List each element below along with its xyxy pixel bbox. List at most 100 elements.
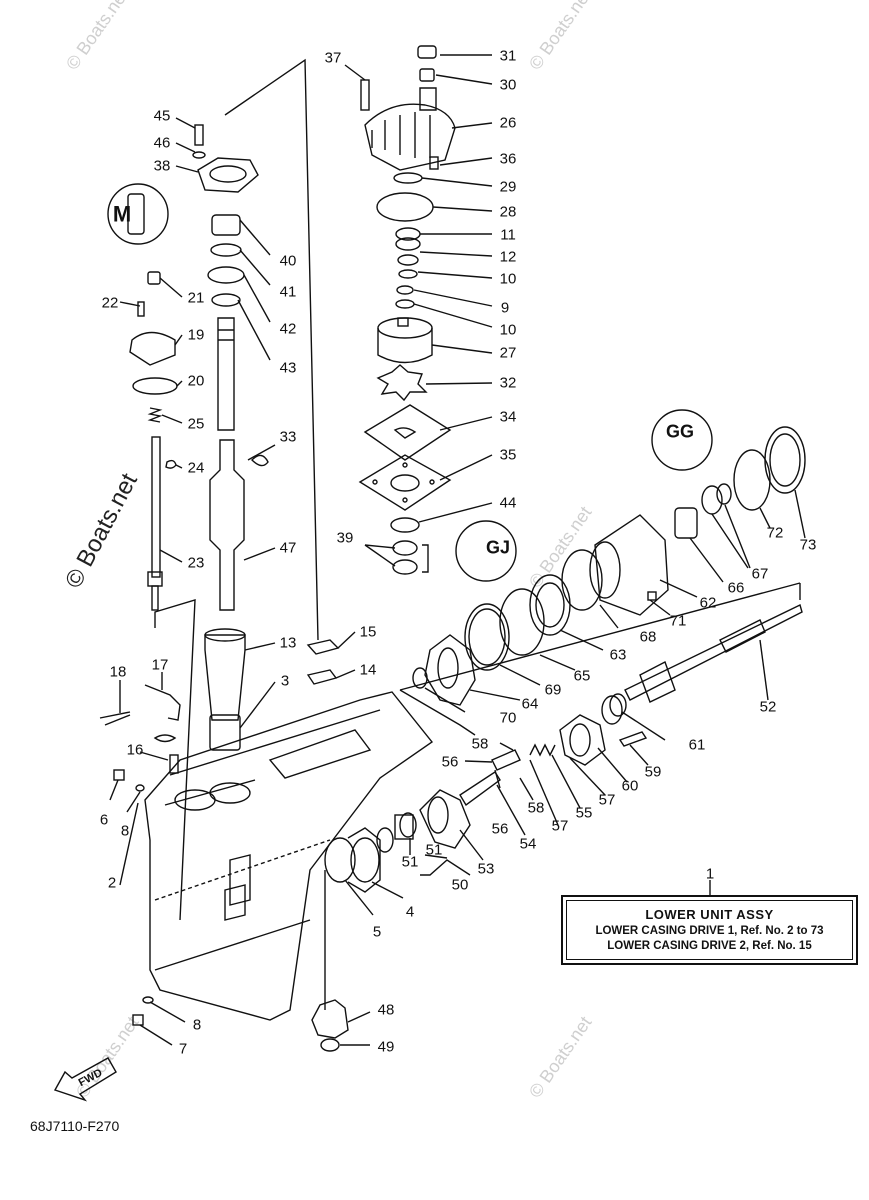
grease-symbol-circle	[651, 409, 713, 471]
callout-51[interactable]: 51	[401, 853, 419, 871]
callout-29[interactable]: 29	[499, 178, 517, 196]
callout-68[interactable]: 68	[639, 628, 657, 646]
callout-12[interactable]: 12	[499, 248, 517, 266]
callout-44[interactable]: 44	[499, 494, 517, 512]
callout-5[interactable]: 5	[372, 923, 382, 941]
callout-40[interactable]: 40	[279, 252, 297, 270]
gasket	[358, 454, 452, 511]
callout-58[interactable]: 58	[527, 799, 545, 817]
callout-70[interactable]: 70	[499, 709, 517, 727]
callout-23[interactable]: 23	[187, 554, 205, 572]
callout-59[interactable]: 59	[644, 763, 662, 781]
callout-54[interactable]: 54	[519, 835, 537, 853]
callout-62[interactable]: 62	[699, 594, 717, 612]
leader-frame-shaft	[224, 58, 319, 641]
callout-51[interactable]: 51	[425, 841, 443, 859]
callout-33[interactable]: 33	[279, 428, 297, 446]
callout-47[interactable]: 47	[279, 539, 297, 557]
o-ring-28	[376, 192, 434, 222]
callout-11[interactable]: 11	[500, 226, 516, 244]
impeller-housing	[377, 317, 433, 364]
callout-24[interactable]: 24	[187, 459, 205, 477]
grease-symbol-gg: GG	[665, 421, 695, 442]
callout-34[interactable]: 34	[499, 408, 517, 426]
callout-71[interactable]: 71	[669, 612, 687, 630]
callout-39[interactable]: 39	[336, 529, 354, 547]
callout-37[interactable]: 37	[324, 49, 342, 67]
drive-shaft-lower	[209, 439, 245, 611]
callout-2[interactable]: 2	[107, 874, 117, 892]
callout-22[interactable]: 22	[101, 294, 119, 312]
callout-3[interactable]: 3	[280, 672, 290, 690]
leader-frame-shift	[154, 599, 196, 921]
callout-19[interactable]: 19	[187, 326, 205, 344]
outer-plate	[363, 404, 452, 461]
callout-30[interactable]: 30	[499, 76, 517, 94]
callout-26[interactable]: 26	[499, 114, 517, 132]
callout-8[interactable]: 8	[192, 1016, 202, 1034]
drive-shaft-upper	[217, 317, 235, 431]
callout-56[interactable]: 56	[441, 753, 459, 771]
callout-6[interactable]: 6	[99, 811, 109, 829]
callout-65[interactable]: 65	[573, 667, 591, 685]
callout-28[interactable]: 28	[499, 203, 517, 221]
callout-20[interactable]: 20	[187, 372, 205, 390]
callout-15[interactable]: 15	[359, 623, 377, 641]
callout-60[interactable]: 60	[621, 777, 639, 795]
drawing-code: 68J7110-F270	[30, 1118, 120, 1134]
callout-38[interactable]: 38	[153, 157, 171, 175]
callout-9[interactable]: 9	[500, 299, 510, 317]
callout-73[interactable]: 73	[799, 536, 817, 554]
callout-41[interactable]: 41	[279, 283, 297, 301]
water-pump-housing	[360, 45, 456, 171]
fwd-arrow	[53, 1057, 117, 1102]
callout-50[interactable]: 50	[451, 876, 469, 894]
callout-57[interactable]: 57	[551, 817, 569, 835]
callout-14[interactable]: 14	[359, 661, 377, 679]
callout-18[interactable]: 18	[109, 663, 127, 681]
callout-16[interactable]: 16	[126, 741, 144, 759]
callout-69[interactable]: 69	[544, 681, 562, 699]
callout-4[interactable]: 4	[405, 903, 415, 921]
callout-21[interactable]: 21	[187, 289, 205, 307]
callout-1[interactable]: 1	[705, 865, 715, 883]
callout-7[interactable]: 7	[178, 1040, 188, 1058]
callout-58[interactable]: 58	[471, 735, 489, 753]
callout-8[interactable]: 8	[120, 822, 130, 840]
callout-36[interactable]: 36	[499, 150, 517, 168]
callout-67[interactable]: 67	[751, 565, 769, 583]
grease-symbol-circle	[455, 520, 517, 582]
callout-46[interactable]: 46	[153, 134, 171, 152]
callout-27[interactable]: 27	[499, 344, 517, 362]
callout-48[interactable]: 48	[377, 1001, 395, 1019]
callout-43[interactable]: 43	[279, 359, 297, 377]
callout-10[interactable]: 10	[499, 321, 517, 339]
callout-45[interactable]: 45	[153, 107, 171, 125]
grease-symbol-m: M	[112, 201, 132, 227]
callout-35[interactable]: 35	[499, 446, 517, 464]
callout-13[interactable]: 13	[279, 634, 297, 652]
callout-25[interactable]: 25	[187, 415, 205, 433]
callout-53[interactable]: 53	[477, 860, 495, 878]
callout-17[interactable]: 17	[151, 656, 169, 674]
callout-10[interactable]: 10	[499, 270, 517, 288]
callout-42[interactable]: 42	[279, 320, 297, 338]
callout-57[interactable]: 57	[598, 791, 616, 809]
callout-64[interactable]: 64	[521, 695, 539, 713]
assy-line-drive-2: LOWER CASING DRIVE 2, Ref. No. 15	[607, 940, 812, 952]
callout-52[interactable]: 52	[759, 698, 777, 716]
callout-72[interactable]: 72	[766, 524, 784, 542]
callout-61[interactable]: 61	[688, 736, 706, 754]
callout-32[interactable]: 32	[499, 374, 517, 392]
callout-55[interactable]: 55	[575, 804, 593, 822]
o-ring-29	[393, 172, 423, 184]
callout-49[interactable]: 49	[377, 1038, 395, 1056]
assy-title: LOWER UNIT ASSY	[645, 907, 774, 922]
callout-56[interactable]: 56	[491, 820, 509, 838]
bearing-housing-38	[192, 124, 259, 193]
callout-31[interactable]: 31	[499, 47, 517, 65]
callout-66[interactable]: 66	[727, 579, 745, 597]
assy-line-drive-1: LOWER CASING DRIVE 1, Ref. No. 2 to 73	[595, 925, 824, 937]
callout-63[interactable]: 63	[609, 646, 627, 664]
